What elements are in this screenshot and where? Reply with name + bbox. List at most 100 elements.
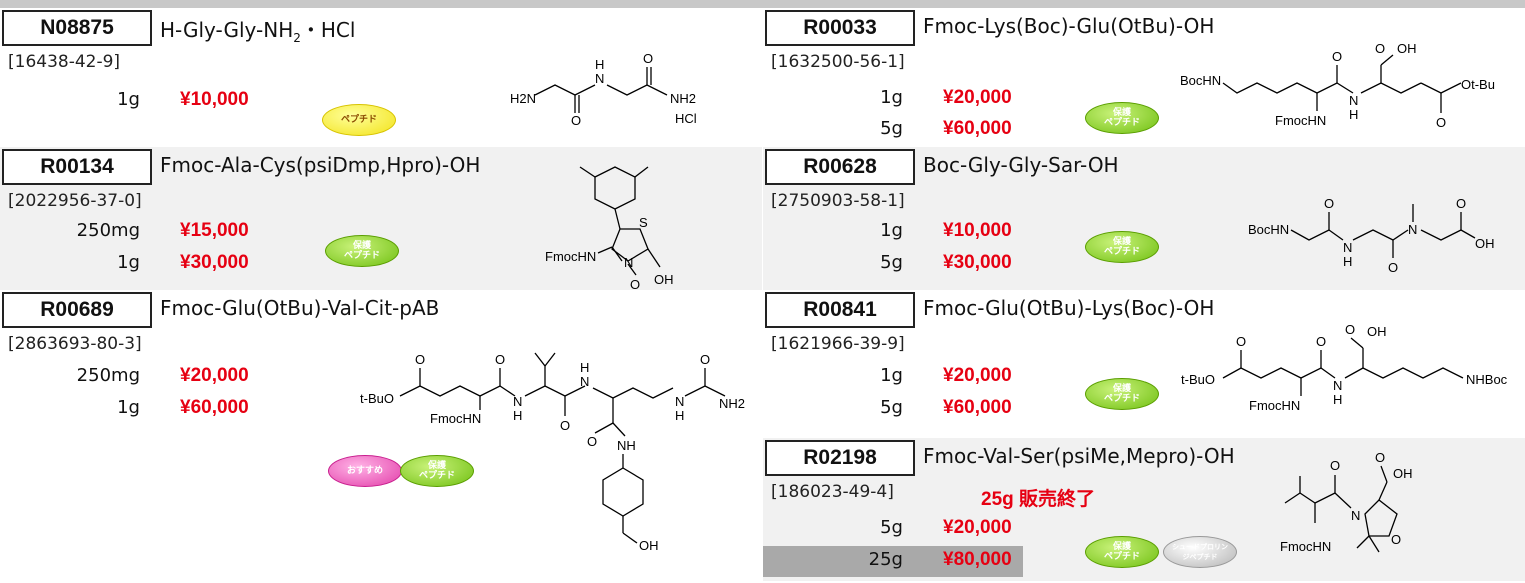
svg-text:O: O (1236, 334, 1246, 349)
product-N08875: N08875 H-Gly-Gly-NH2・HCl [16438-42-9] 1g… (0, 8, 762, 147)
product-name: Fmoc-Glu(OtBu)-Lys(Boc)-OH (923, 296, 1215, 320)
svg-text:N: N (675, 394, 684, 409)
size: 5g (880, 118, 903, 139)
svg-text:FmocHN: FmocHN (1275, 113, 1326, 128)
svg-text:H: H (513, 408, 522, 423)
size: 5g (880, 397, 903, 418)
svg-text:N: N (1408, 222, 1417, 237)
recommended-badge: おすすめ (328, 455, 402, 487)
svg-text:H: H (1333, 392, 1342, 407)
cas-number: [186023-49-4] (771, 482, 894, 502)
protected-peptide-badge: 保護 ペプチド (1085, 378, 1159, 410)
svg-text:O: O (560, 418, 570, 433)
price: ¥30,000 (943, 252, 1012, 273)
price-row: 1g ¥10,000 (763, 217, 1023, 247)
product-R00689: R00689 Fmoc-Glu(OtBu)-Val-Cit-pAB [28636… (0, 290, 762, 580)
svg-text:N: N (1349, 93, 1358, 108)
cas-number: [2863693-80-3] (8, 334, 142, 354)
svg-text:N: N (624, 255, 633, 270)
cas-number: [2750903-58-1] (771, 191, 905, 211)
price-row: 5g ¥30,000 (763, 249, 1023, 279)
svg-text:N: N (513, 394, 522, 409)
product-code[interactable]: R02198 (765, 440, 915, 476)
svg-text:BocHN: BocHN (1248, 222, 1289, 237)
price: ¥15,000 (180, 220, 249, 241)
svg-text:NH2: NH2 (670, 91, 696, 106)
svg-text:H: H (1349, 107, 1358, 122)
svg-text:S: S (639, 215, 648, 230)
svg-text:OH: OH (1475, 236, 1495, 251)
svg-text:O: O (1332, 49, 1342, 64)
product-R00628: R00628 Boc-Gly-Gly-Sar-OH [2750903-58-1]… (763, 147, 1525, 290)
size: 1g (117, 252, 140, 273)
product-R00134: R00134 Fmoc-Ala-Cys(psiDmp,Hpro)-OH [202… (0, 147, 762, 292)
svg-text:O: O (587, 434, 597, 449)
product-name: Fmoc-Val-Ser(psiMe,Mepro)-OH (923, 444, 1235, 468)
product-code[interactable]: R00689 (2, 292, 152, 328)
svg-text:OH: OH (1367, 324, 1387, 339)
price: ¥60,000 (943, 397, 1012, 418)
product-code[interactable]: R00628 (765, 149, 915, 185)
svg-text:O: O (571, 113, 581, 128)
svg-text:H2N: H2N (510, 91, 536, 106)
pseudoproline-dipeptide-badge: シュードプロリン ジペプチド (1163, 536, 1237, 568)
structure-R00841: t-BuO O FmocHN O N H O OH NHBoc (1181, 322, 1508, 413)
cas-number: [1621966-39-9] (771, 334, 905, 354)
product-code[interactable]: R00841 (765, 292, 915, 328)
svg-text:H: H (580, 360, 589, 375)
cas-number: [1632500-56-1] (771, 52, 905, 72)
price-row: 250mg ¥20,000 (0, 362, 260, 392)
svg-text:O: O (1330, 458, 1340, 473)
svg-text:t-BuO: t-BuO (360, 391, 394, 406)
svg-text:O: O (1388, 260, 1398, 275)
product-code[interactable]: R00033 (765, 10, 915, 46)
protected-peptide-badge: 保護 ペプチド (325, 235, 399, 267)
product-name: Boc-Gly-Gly-Sar-OH (923, 153, 1119, 177)
structure-R00134: S N FmocHN O OH (545, 166, 674, 292)
svg-text:N: N (1333, 378, 1342, 393)
price-row: 1g ¥10,000 (0, 86, 260, 116)
svg-text:O: O (1316, 334, 1326, 349)
svg-text:N: N (595, 71, 604, 86)
product-code[interactable]: R00134 (2, 149, 152, 185)
size: 1g (117, 397, 140, 418)
price: ¥80,000 (943, 549, 1012, 570)
price-row: 5g ¥60,000 (763, 394, 1023, 424)
svg-text:O: O (1345, 322, 1355, 337)
svg-text:HCl: HCl (675, 111, 697, 126)
protected-peptide-badge: 保護 ペプチド (1085, 536, 1159, 568)
size: 1g (880, 365, 903, 386)
product-name: Fmoc-Ala-Cys(psiDmp,Hpro)-OH (160, 153, 481, 177)
price-row: 1g ¥60,000 (0, 394, 260, 424)
protected-peptide-badge: 保護 ペプチド (400, 455, 474, 487)
svg-text:NHBoc: NHBoc (1466, 372, 1508, 387)
price: ¥20,000 (943, 517, 1012, 538)
svg-text:O: O (700, 352, 710, 367)
size: 5g (880, 517, 903, 538)
svg-text:O: O (630, 277, 640, 292)
protected-peptide-badge: 保護 ペプチド (1085, 102, 1159, 134)
svg-text:OH: OH (1397, 41, 1417, 56)
svg-text:O: O (1324, 196, 1334, 211)
size: 5g (880, 252, 903, 273)
svg-text:O: O (1456, 196, 1466, 211)
svg-text:O: O (643, 51, 653, 66)
svg-text:O: O (415, 352, 425, 367)
svg-text:BocHN: BocHN (1180, 73, 1221, 88)
price-row: 1g ¥20,000 (763, 362, 1023, 392)
price-row-highlighted: 25g ¥80,000 (763, 546, 1023, 577)
price-row: 5g ¥60,000 (763, 115, 1023, 145)
right-column: R00033 Fmoc-Lys(Boc)-Glu(OtBu)-OH [16325… (763, 8, 1525, 581)
size: 1g (117, 89, 140, 110)
svg-text:FmocHN: FmocHN (1280, 539, 1331, 554)
product-code[interactable]: N08875 (2, 10, 152, 46)
product-name: Fmoc-Glu(OtBu)-Val-Cit-pAB (160, 296, 440, 320)
price-row: 1g ¥30,000 (0, 249, 260, 279)
price-row: 250mg ¥15,000 (0, 217, 260, 247)
price: ¥60,000 (943, 118, 1012, 139)
price-row: 5g ¥20,000 (763, 514, 1023, 544)
product-R00033: R00033 Fmoc-Lys(Boc)-Glu(OtBu)-OH [16325… (763, 8, 1525, 147)
protected-peptide-badge: 保護 ペプチド (1085, 231, 1159, 263)
structure-N08875: H2N O N H O NH2 HCl (510, 51, 697, 128)
size: 250mg (76, 220, 140, 241)
